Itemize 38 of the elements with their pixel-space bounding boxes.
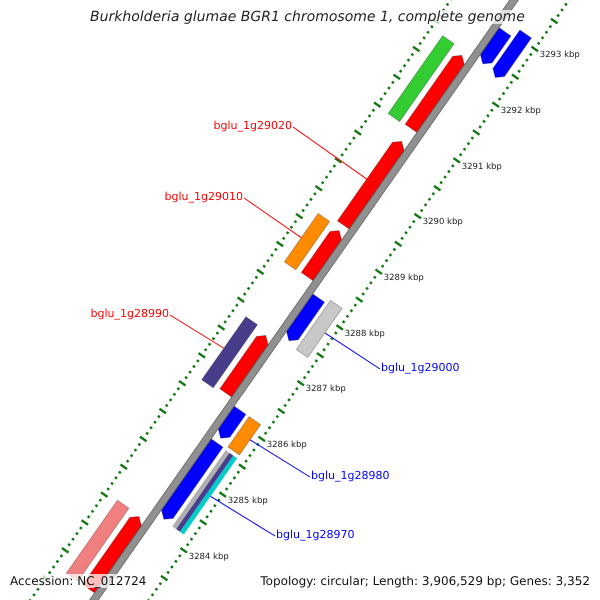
gene-label: bglu_1g28980 [311,469,390,483]
scale-label: 3291 kbp [462,160,502,174]
leader-line [210,496,276,536]
gene-label: bglu_1g28990 [90,307,169,321]
scale-label: 3292 kbp [500,104,541,118]
footer-text: Topology: circular; Length: 3,906,529 bp; Genes: 3,352 [258,574,592,588]
gene-label: bglu_1g29020 [214,119,292,133]
leader-line [170,314,224,349]
gene-label: bglu_1g29000 [381,361,460,375]
gene-feature [218,406,247,439]
scale-label: 3284 kbp [188,550,229,564]
gene-bar [284,212,330,271]
gene-bar [227,416,262,456]
scale-label: 3289 kbp [384,272,424,286]
gene-feature [161,438,224,520]
gene-bar [201,316,258,388]
scale-label: 3287 kbp [306,383,346,396]
gene-bar [387,35,455,122]
gene-feature [480,27,512,64]
gene-feature [219,334,269,398]
title: Burkholderia glumae BGR1 chromosome 1, complete genome [88,10,527,24]
gene-feature [336,140,404,230]
gene-label: bglu_1g28970 [276,528,354,542]
gene-feature [492,29,532,78]
leader-line [244,198,302,238]
scale-label: 3285 kbp [228,494,268,508]
footer-text: Accession: NC_012724 [8,574,148,588]
gene-feature [300,230,342,282]
scale-label: 3288 kbp [344,328,385,341]
scale-label: 3290 kbp [422,216,463,230]
scale-label: 3286 kbp [266,439,307,452]
leader-line [292,126,368,180]
leader-line [250,439,310,478]
scale-label: 3293 kbp [540,49,580,62]
gene-feature [286,293,326,342]
gene-feature [404,54,465,133]
gene-label: bglu_1g29010 [164,190,243,204]
gene-bar [296,300,343,358]
